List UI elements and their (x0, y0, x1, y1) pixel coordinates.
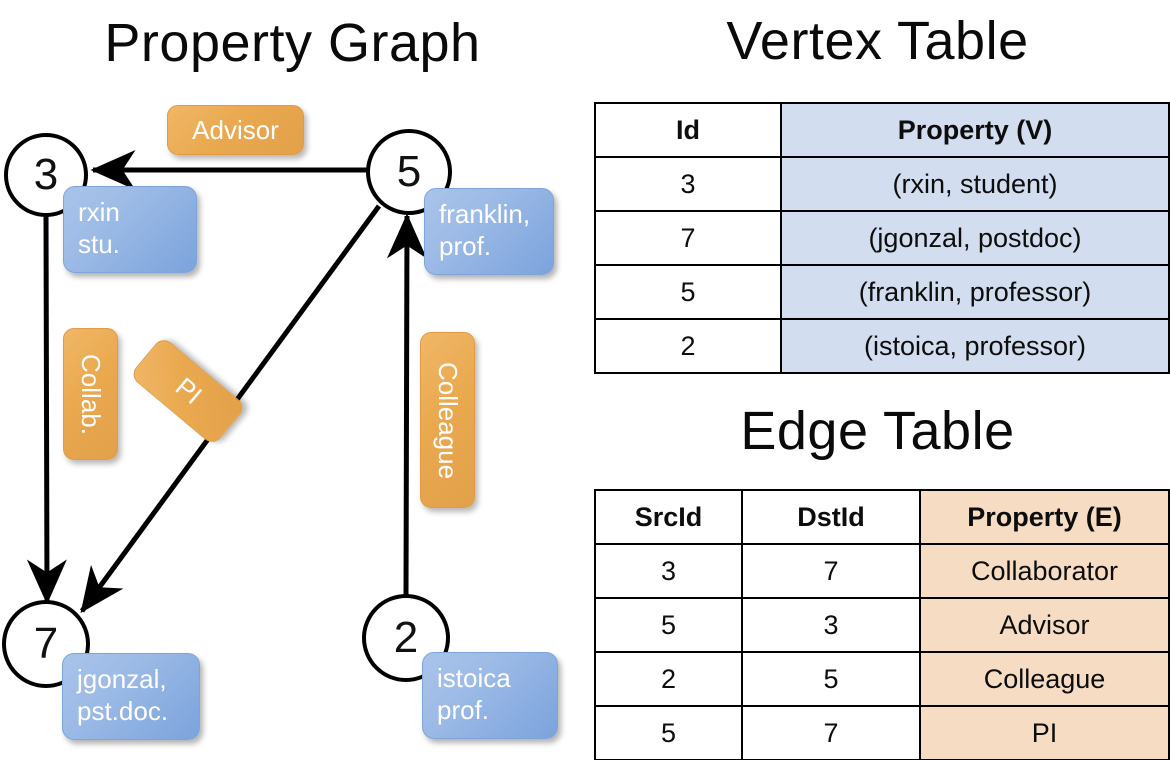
vertex-row-2-id: 5 (594, 264, 782, 320)
edge-label-advisor: Advisor (167, 105, 304, 155)
vertex-row-1-id: 7 (594, 210, 782, 266)
edge-row-3-property: PI (919, 705, 1170, 760)
vertex-property-box-franklin: franklin, prof. (424, 188, 554, 275)
edge-row-1-property: Advisor (919, 597, 1170, 653)
edge-line-2-to-5 (386, 213, 427, 597)
vertex-property-box-rxin: rxin stu. (63, 186, 197, 273)
vertex-node-3-label: 3 (33, 150, 59, 199)
edge-label-pi-text: PI (169, 371, 208, 411)
edge-row-2-src: 2 (594, 651, 743, 707)
table-row[interactable]: 3 7 Collaborator (594, 543, 1170, 599)
page-title-vertex-table: Vertex Table (726, 11, 1029, 71)
vertex-node-2-label: 2 (393, 613, 419, 662)
vertex-table-header-id: Id (594, 102, 782, 158)
vertex-row-3-id: 2 (594, 318, 782, 374)
vertex-table: Id Property (V) 3 (rxin, student) 7 (jgo… (594, 102, 1170, 374)
vertex-node-2[interactable]: 2 (362, 594, 450, 682)
edge-label-collab-text: Collab. (76, 353, 106, 435)
table-header-row: Id Property (V) (594, 102, 1170, 158)
edge-label-collab: Collab. (63, 328, 118, 460)
table-row[interactable]: 5 7 PI (594, 705, 1170, 760)
vertex-node-5[interactable]: 5 (366, 129, 452, 215)
table-row[interactable]: 7 (jgonzal, postdoc) (594, 210, 1170, 266)
edge-line-3-to-7 (26, 213, 67, 605)
vertex-node-5-label: 5 (396, 147, 422, 196)
table-row[interactable]: 5 (franklin, professor) (594, 264, 1170, 320)
edge-label-colleague: Colleague (420, 332, 475, 508)
edge-row-1-dst: 3 (741, 597, 921, 653)
vertex-property-box-istoica: istoica prof. (422, 652, 558, 739)
vertex-row-3-property: (istoica, professor) (780, 318, 1170, 374)
page-title-edge-table: Edge Table (740, 401, 1015, 461)
vertex-row-1-property: (jgonzal, postdoc) (780, 210, 1170, 266)
edge-label-colleague-text: Colleague (433, 361, 463, 479)
edge-row-3-src: 5 (594, 705, 743, 760)
vertex-table-header-property: Property (V) (780, 102, 1170, 158)
table-row[interactable]: 2 (istoica, professor) (594, 318, 1170, 374)
vertex-row-2-property: (franklin, professor) (780, 264, 1170, 320)
edge-row-2-property: Colleague (919, 651, 1170, 707)
edge-table: SrcId DstId Property (E) 3 7 Collaborato… (594, 489, 1170, 760)
edge-row-2-dst: 5 (741, 651, 921, 707)
edge-row-0-dst: 7 (741, 543, 921, 599)
edge-row-1-src: 5 (594, 597, 743, 653)
vertex-property-box-jgonzal: jgonzal, pst.doc. (62, 653, 200, 740)
vertex-row-0-property: (rxin, student) (780, 156, 1170, 212)
edge-label-advisor-text: Advisor (192, 114, 279, 145)
edge-table-header-property: Property (E) (919, 489, 1170, 545)
table-header-row: SrcId DstId Property (E) (594, 489, 1170, 545)
table-row[interactable]: 5 3 Advisor (594, 597, 1170, 653)
table-row[interactable]: 2 5 Colleague (594, 651, 1170, 707)
vertex-row-0-id: 3 (594, 156, 782, 212)
vertex-node-7-label: 7 (33, 619, 59, 668)
table-row[interactable]: 3 (rxin, student) (594, 156, 1170, 212)
edge-row-0-property: Collaborator (919, 543, 1170, 599)
edge-row-0-src: 3 (594, 543, 743, 599)
page-title-property-graph: Property Graph (104, 13, 481, 73)
edge-table-header-srcid: SrcId (594, 489, 743, 545)
edge-row-3-dst: 7 (741, 705, 921, 760)
property-graph-diagram: 3 5 7 2 rxin stu. franklin, prof. jgonza… (2, 105, 558, 740)
edge-table-header-dstid: DstId (741, 489, 921, 545)
